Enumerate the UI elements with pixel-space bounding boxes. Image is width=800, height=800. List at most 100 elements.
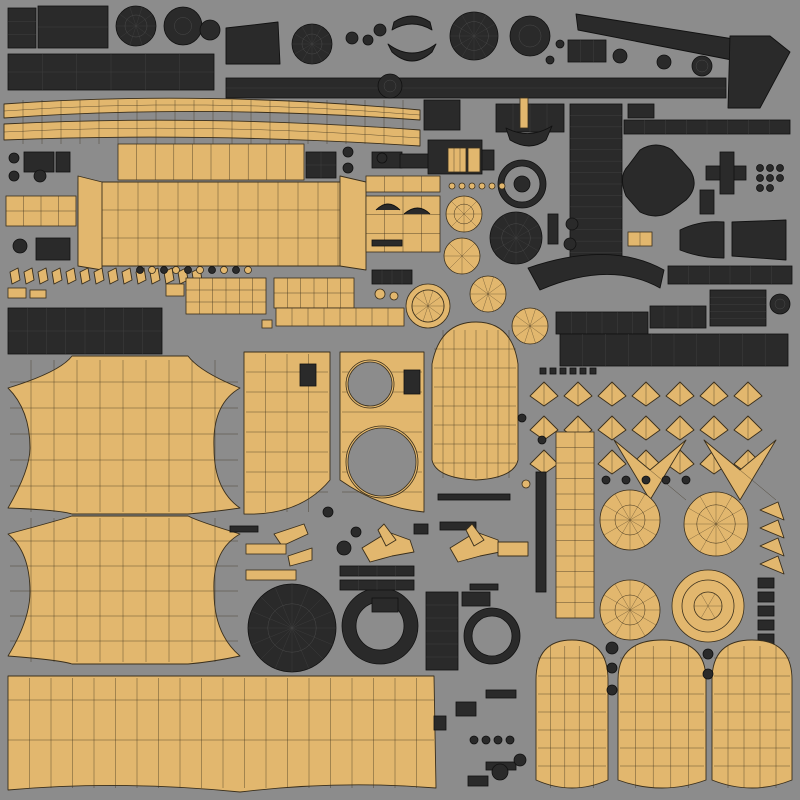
uv-edge [529, 315, 545, 327]
uv-small-part [23, 267, 35, 285]
uv-cutout [347, 427, 417, 497]
uv-disc-island [513, 175, 531, 193]
uv-edge [251, 610, 293, 629]
uv-edge [427, 305, 442, 316]
uv-islands [3, 5, 793, 793]
uv-edge [696, 504, 736, 544]
uv-edge [291, 596, 324, 629]
uv-disc-island [373, 23, 387, 37]
uv-disc-island [513, 753, 527, 767]
uv-rect-island [7, 7, 37, 49]
uv-edge [707, 605, 716, 619]
uv-ring-island [464, 608, 520, 664]
uv-edge [700, 605, 709, 619]
uv-disc-island [342, 146, 354, 158]
uv-edge [715, 507, 744, 525]
uv-edge [515, 237, 539, 252]
uv-wing-panel [7, 675, 437, 793]
uv-shape-island [377, 523, 397, 547]
uv-edge [453, 23, 475, 37]
uv-rect-island [29, 289, 47, 299]
uv-rect-island [547, 213, 559, 245]
uv-rect-island [757, 591, 775, 603]
uv-rect-island [579, 367, 587, 375]
uv-rect-island [709, 289, 767, 327]
uv-rect-island [485, 689, 517, 699]
uv-disc-island [756, 174, 764, 182]
uv-disc-island [336, 540, 352, 556]
uv-disc-island [208, 266, 216, 274]
uv-rect-island [403, 369, 421, 395]
uv-edge [515, 325, 531, 337]
uv-disc-island [220, 266, 228, 274]
uv-edge [473, 15, 487, 37]
uv-rect-island [437, 493, 511, 501]
uv-cowl-panel [7, 515, 241, 665]
uv-edge [487, 293, 503, 305]
uv-rect-island [261, 319, 273, 329]
uv-shape-island [403, 207, 431, 215]
uv-edge [459, 21, 489, 51]
uv-disc-island [163, 6, 203, 46]
uv-rect-island [467, 775, 489, 787]
uv-shape-island [731, 219, 787, 261]
uv-disc-island [517, 413, 527, 423]
uv-rect-island [7, 287, 27, 299]
uv-disc-island [606, 684, 618, 696]
uv-rect-island [535, 471, 547, 593]
uv-disc-island [681, 475, 691, 485]
uv-rect-island [413, 523, 429, 535]
uv-rect-island [439, 521, 477, 531]
uv-edge [291, 610, 333, 629]
uv-edge [291, 627, 333, 646]
uv-disc-island [605, 641, 619, 655]
uv-shape-island [505, 125, 553, 147]
uv-edge [715, 496, 733, 525]
uv-disc-island [196, 266, 204, 274]
uv-edge [453, 203, 475, 225]
uv-disc-island [468, 182, 476, 190]
uv-arc-island [387, 43, 437, 62]
uv-edge [383, 79, 397, 93]
uv-shape-island [273, 523, 309, 547]
uv-disc-island [244, 266, 252, 274]
uv-rect-island [757, 605, 775, 617]
uv-disc-island [184, 266, 192, 274]
uv-edge [715, 523, 744, 541]
uv-rect-island [589, 367, 597, 375]
uv-edge [124, 14, 148, 38]
uv-edge [688, 523, 717, 541]
uv-edge [291, 587, 310, 629]
uv-disc-island [350, 526, 362, 538]
uv-edge [515, 224, 539, 239]
uv-disc-island [756, 184, 764, 192]
uv-disc-island [322, 506, 334, 518]
uv-disc-island [481, 735, 491, 745]
uv-ring-island [406, 284, 450, 328]
uv-ring-island [672, 570, 744, 642]
uv-rect-island [539, 367, 547, 375]
uv-small-part [93, 267, 105, 285]
uv-edge [473, 35, 495, 49]
uv-edge [493, 224, 517, 239]
uv-edge [699, 523, 717, 552]
uv-edge [405, 283, 451, 329]
uv-rect-island [567, 39, 607, 63]
uv-disc-island [488, 182, 496, 190]
uv-disc-island [12, 238, 28, 254]
uv-disc-island [612, 48, 628, 64]
uv-edge [260, 627, 293, 660]
uv-shape-island [759, 555, 785, 575]
uv-disc-island [766, 184, 774, 192]
uv-disc-island [8, 170, 20, 182]
uv-edge [119, 14, 137, 27]
uv-edge [422, 290, 429, 307]
uv-edge [671, 569, 745, 643]
uv-cutout [347, 361, 393, 407]
uv-disc-island [498, 182, 506, 190]
uv-small-part [107, 267, 119, 285]
uv-edge [251, 627, 293, 646]
uv-rect-island [433, 715, 447, 731]
uv-edge [715, 523, 733, 552]
uv-shape-island [679, 221, 725, 259]
